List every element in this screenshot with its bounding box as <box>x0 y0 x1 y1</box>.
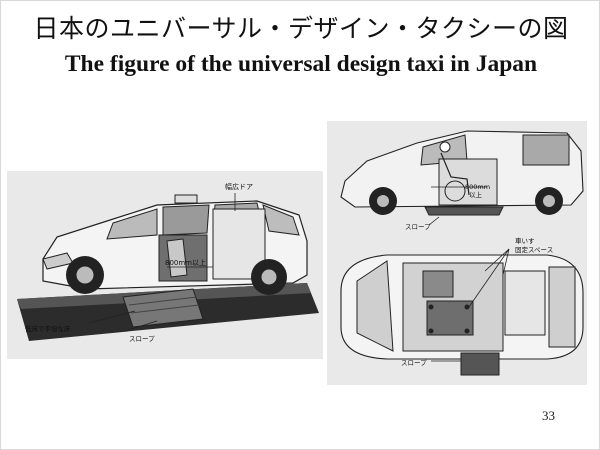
side-and-top-view-taxi-drawing: 800mm 以上 スロープ <box>340 130 584 376</box>
page-number: 33 <box>542 408 555 423</box>
door-width-label: 800mm以上 <box>165 258 206 267</box>
wheelchair-space-label-line2: 固定スペース <box>515 245 553 254</box>
wide-door-label: 幅広ドア <box>225 182 253 191</box>
right-taxi-illustration-panel: 800mm 以上 スロープ <box>327 121 587 385</box>
top-view-ramp-label: スロープ <box>405 223 431 231</box>
bottom-view-ramp-label: スロープ <box>401 359 427 367</box>
left-ramp-label: スロープ <box>129 335 155 343</box>
wheelchair-space-label-line1: 車いす <box>515 236 535 245</box>
top-view-door-width-label: 800mm <box>465 183 490 191</box>
slide-title-english: The figure of the universal design taxi … <box>64 51 538 77</box>
low-flat-floor-label: 低床で平坦な床 <box>25 324 71 333</box>
slide-title-japanese: 日本のユニバーサル・デザイン・タクシーの図 <box>33 14 569 43</box>
left-taxi-illustration-panel: 幅広ドア 800mm以上 低床で平坦な床 スロープ <box>7 171 323 359</box>
top-view-door-width-label-unit: 以上 <box>469 190 483 199</box>
side-view-taxi-drawing: 幅広ドア 800mm以上 低床で平坦な床 スロープ <box>17 182 319 343</box>
